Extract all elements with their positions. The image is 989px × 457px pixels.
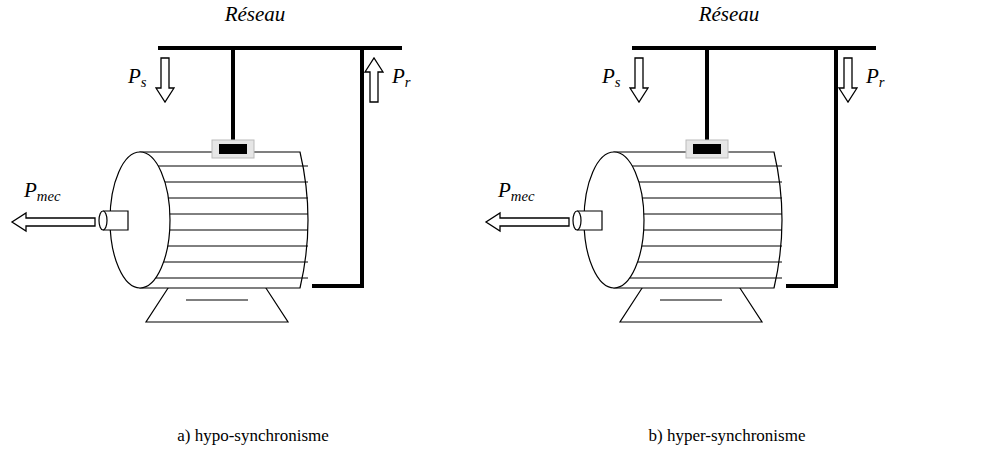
cooling-fin bbox=[150, 278, 308, 279]
terminal-block bbox=[693, 144, 721, 154]
terminal-box bbox=[212, 140, 254, 158]
cooling-fin bbox=[624, 214, 782, 215]
cooling-fin bbox=[624, 246, 782, 247]
caption: b) hyper-synchronisme bbox=[649, 426, 806, 446]
power-symbol: Pr bbox=[866, 64, 885, 92]
rotor-wire bbox=[312, 48, 362, 286]
power-arrow bbox=[156, 58, 174, 102]
bus-bar bbox=[632, 46, 876, 50]
power-symbol: Ps bbox=[602, 64, 621, 92]
label: Réseau bbox=[225, 2, 286, 27]
cooling-fin bbox=[624, 262, 782, 263]
power-arrow bbox=[365, 58, 383, 102]
stator-wire bbox=[231, 48, 235, 142]
terminal-block bbox=[219, 144, 247, 154]
panel bbox=[12, 48, 402, 322]
bus-bar bbox=[158, 46, 402, 50]
power-arrow bbox=[486, 213, 569, 231]
label: Réseau bbox=[699, 2, 760, 27]
cooling-fin bbox=[150, 262, 308, 263]
cooling-fin bbox=[150, 198, 308, 199]
cooling-fin bbox=[150, 214, 308, 215]
power-symbol: Pmec bbox=[24, 178, 60, 206]
cooling-fin bbox=[624, 198, 782, 199]
cooling-fin bbox=[624, 230, 782, 231]
cooling-fin bbox=[150, 246, 308, 247]
terminal-box bbox=[686, 140, 728, 158]
shaft-end bbox=[99, 211, 107, 230]
stator-wire bbox=[705, 48, 709, 142]
power-arrow bbox=[630, 58, 648, 102]
power-symbol: Pr bbox=[392, 64, 411, 92]
shaft-end bbox=[573, 211, 581, 230]
power-arrow bbox=[12, 213, 95, 231]
rotor-wire bbox=[786, 48, 836, 286]
power-symbol: Ps bbox=[128, 64, 147, 92]
cooling-fin bbox=[150, 182, 308, 183]
power-symbol: Pmec bbox=[498, 178, 534, 206]
cooling-fin bbox=[624, 166, 782, 167]
panel bbox=[486, 48, 876, 322]
cooling-fin bbox=[150, 166, 308, 167]
power-arrow bbox=[839, 58, 857, 102]
cooling-fin bbox=[624, 278, 782, 279]
caption: a) hypo-synchronisme bbox=[177, 426, 329, 446]
cooling-fin bbox=[624, 182, 782, 183]
cooling-fin bbox=[150, 230, 308, 231]
